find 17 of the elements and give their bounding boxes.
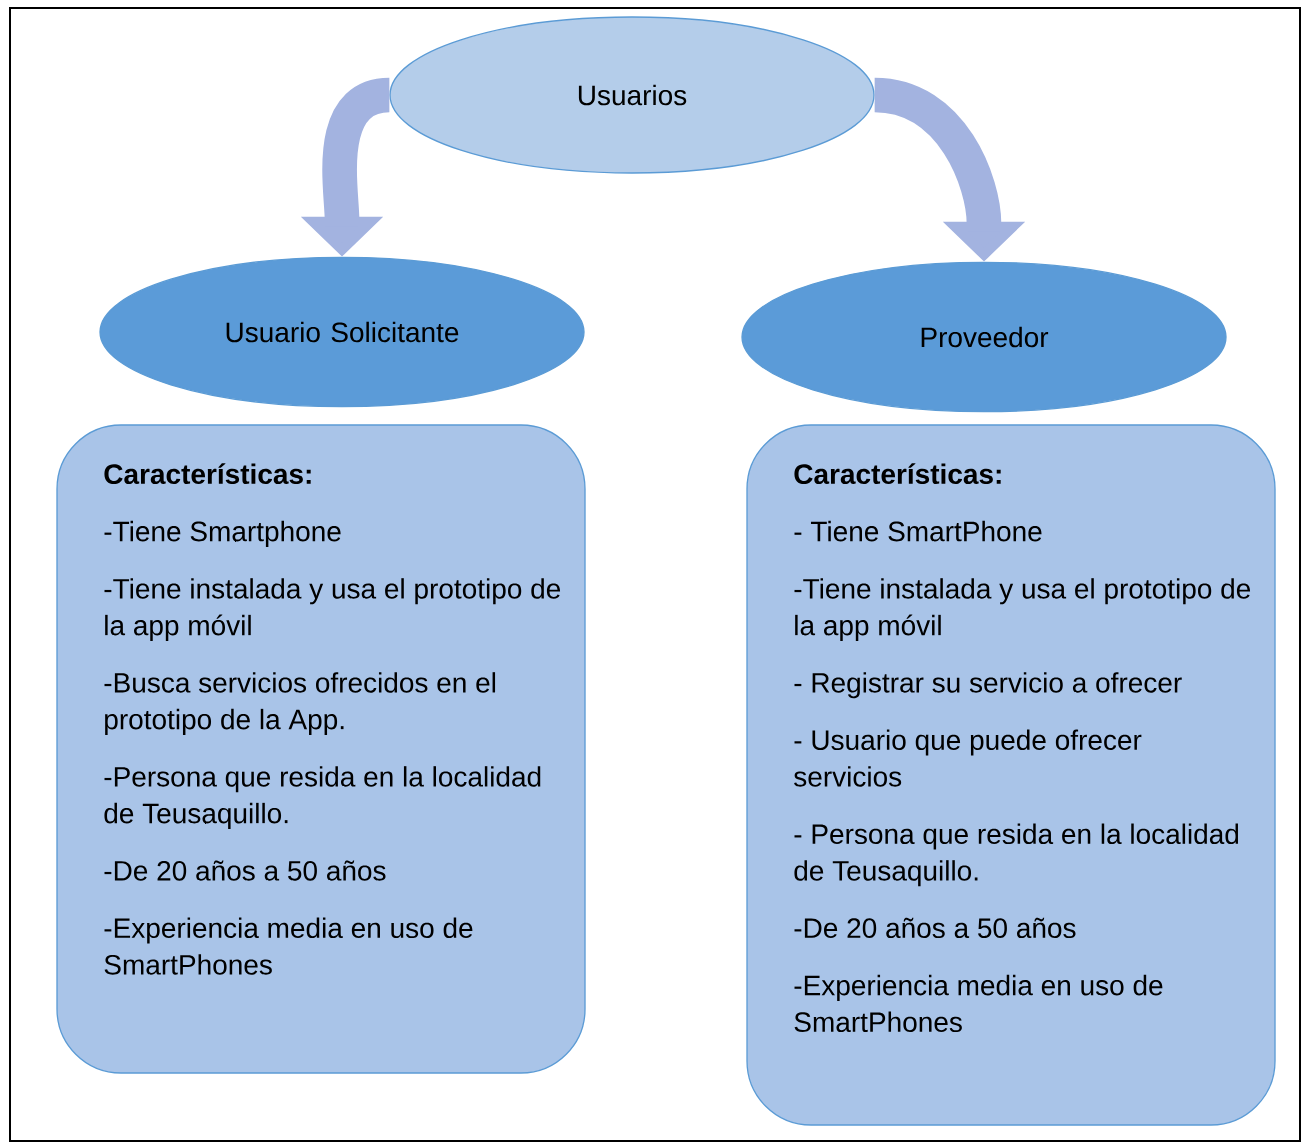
list-item: - Registrar su servicio a ofrecer: [794, 672, 1182, 699]
list-item: -Persona que resida en la localidad de Teusaquillo.: [104, 766, 541, 829]
rounded-box: [56, 424, 586, 1074]
list-item: -Busca servicios ofrecidos en el prototipo de la App.: [104, 672, 496, 735]
list-item: - Tiene SmartPhone: [794, 520, 1042, 542]
list-item: - Usuario que puede ofrecer servicios: [794, 729, 1142, 787]
list-item: - Persona que resida en la localidad de Teusaquillo.: [794, 823, 1239, 887]
list-item: -Tiene instalada y usa el prototipo de la app móvil: [104, 578, 561, 641]
list-item: -De 20 años a 50 años: [794, 917, 1076, 939]
list-item: -De 20 años a 50 años: [104, 860, 386, 881]
rounded-box: [746, 424, 1276, 1126]
list-item: -Tiene Smartphone: [104, 520, 341, 547]
list-item: -Experiencia media en uso de SmartPhones: [104, 917, 473, 975]
list-item: -Experiencia media en uso de SmartPhones: [794, 974, 1163, 1033]
list-item: -Tiene instalada y usa el prototipo de la app móvil: [794, 578, 1251, 641]
box-heading: Características:: [794, 463, 1001, 485]
box-heading: Características:: [104, 463, 311, 485]
